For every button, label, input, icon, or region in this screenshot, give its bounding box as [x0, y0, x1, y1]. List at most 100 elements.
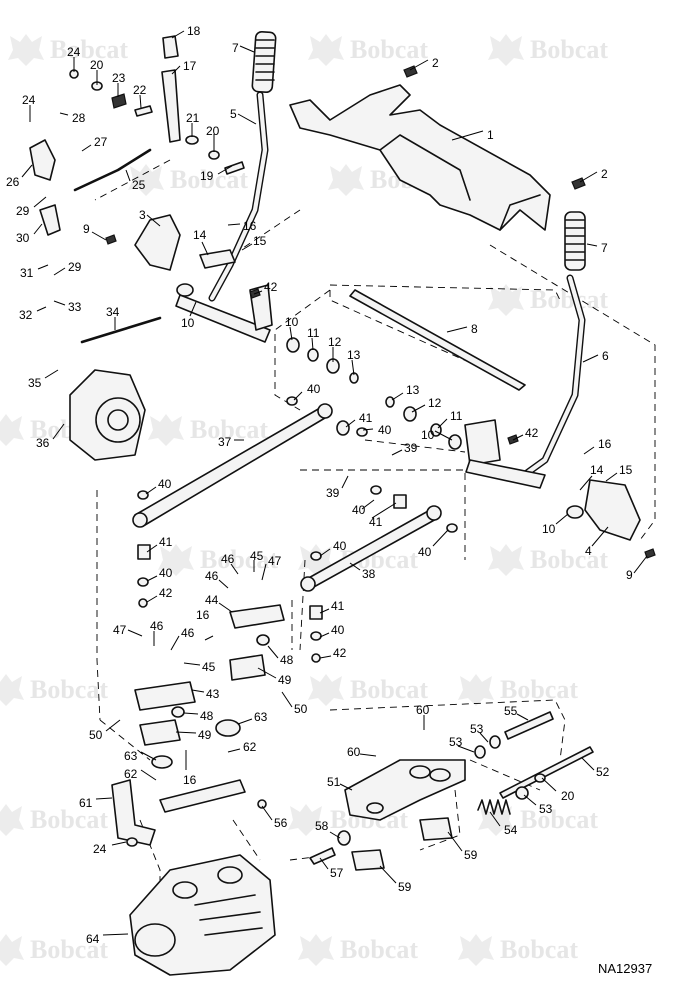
watermark-text: Bobcat	[350, 35, 428, 64]
callout-leader-line	[140, 751, 157, 761]
callout-number: 46	[181, 626, 195, 640]
callout-number: 26	[6, 175, 20, 189]
callout-number: 27	[94, 135, 108, 149]
callout-number: 16	[183, 773, 197, 787]
callout-number: 50	[294, 702, 308, 716]
callout-leader-line	[289, 326, 293, 341]
callout-number: 34	[106, 305, 120, 319]
watermark-logo: Bobcat	[8, 34, 128, 66]
watermark-text: Bobcat	[340, 935, 418, 964]
watermark-text: Bobcat	[30, 805, 108, 834]
callout-leader-line	[329, 831, 341, 839]
bobcat-head-icon	[0, 414, 24, 446]
callout-number: 4	[585, 544, 592, 558]
watermark-logo: Bobcat	[488, 544, 608, 576]
callout-leader-line	[579, 475, 593, 491]
callout-leader-line	[361, 499, 375, 510]
callout-number: 5	[230, 107, 237, 121]
callout-number: 2	[601, 167, 608, 181]
bobcat-head-icon	[328, 164, 364, 196]
callout-number: 57	[330, 866, 344, 880]
callout-leader-line	[489, 811, 501, 827]
callout-number: 47	[268, 554, 282, 568]
callout-number: 53	[470, 722, 484, 736]
bobcat-head-icon	[0, 804, 24, 836]
callout-number: 41	[159, 535, 173, 549]
callout-number: 64	[86, 932, 100, 946]
callout-number: 40	[418, 545, 432, 559]
callout-number: 58	[315, 819, 329, 833]
bobcat-head-icon	[308, 674, 344, 706]
callout-leader-line	[586, 243, 598, 247]
callout-number: 59	[464, 848, 478, 862]
callout-number: 51	[327, 775, 341, 789]
callout-number: 29	[16, 204, 30, 218]
callout-leader-line	[253, 290, 263, 295]
callout-number: 39	[326, 486, 340, 500]
callout-number: 63	[124, 749, 138, 763]
watermark-text: Bobcat	[530, 545, 608, 574]
callout-leader-line	[437, 418, 448, 429]
callout-number: 9	[626, 568, 633, 582]
callout-leader-line	[391, 392, 404, 401]
mount-bracket-left	[134, 214, 236, 271]
callout-number: 30	[16, 231, 30, 245]
callout-leader-line	[227, 748, 241, 753]
callout-number: 45	[250, 549, 264, 563]
callout-leader-line	[237, 113, 257, 125]
watermark-logo: Bobcat	[0, 934, 108, 966]
callout-leader-line	[319, 632, 330, 638]
callout-number: 41	[369, 515, 383, 529]
callout-leader-line	[171, 65, 181, 75]
watermark-logo: Bobcat	[0, 674, 108, 706]
callout-number: 43	[206, 687, 220, 701]
spring	[477, 799, 511, 815]
callout-leader-line	[379, 865, 397, 884]
callout-leader-line	[227, 223, 241, 226]
callout-leader-line	[217, 165, 233, 175]
diagram-reference-code: NA12937	[598, 961, 652, 976]
callout-number: 44	[205, 593, 219, 607]
watermark-logo: Bobcat	[308, 34, 428, 66]
callout-leader-line	[237, 718, 253, 725]
callout-number: 41	[331, 599, 345, 613]
bobcat-head-icon	[0, 934, 24, 966]
callout-leader-line	[239, 45, 255, 53]
callout-leader-line	[127, 629, 143, 637]
bobcat-head-icon	[458, 934, 494, 966]
callout-number: 21	[186, 111, 200, 125]
callout-number: 15	[253, 234, 267, 248]
callout-number: 40	[331, 623, 345, 637]
callout-number: 13	[347, 348, 361, 362]
callout-leader-line	[512, 434, 524, 441]
callout-number: 10	[542, 522, 556, 536]
callout-number: 42	[159, 586, 173, 600]
callout-leader-line	[146, 595, 158, 603]
callout-leader-line	[261, 805, 273, 821]
callout-leader-line	[339, 783, 353, 791]
callout-leader-line	[59, 112, 69, 116]
callout-leader-line	[37, 264, 49, 270]
callout-number: 46	[150, 619, 164, 633]
tie-rod-right	[300, 505, 442, 592]
callout-number: 53	[449, 735, 463, 749]
callout-leader-line	[53, 300, 66, 306]
callout-number: 7	[601, 241, 608, 255]
watermark-logo: Bobcat	[488, 284, 608, 316]
bobcat-head-icon	[488, 544, 524, 576]
callout-leader-line	[146, 544, 158, 553]
callout-leader-line	[139, 94, 142, 109]
callout-number: 19	[200, 169, 214, 183]
callout-leader-line	[171, 30, 185, 39]
callout-number: 52	[596, 765, 610, 779]
callout-leader-line	[230, 563, 239, 575]
callout-number: 10	[421, 428, 435, 442]
callout-number: 2	[432, 56, 439, 70]
callout-number: 8	[471, 322, 478, 336]
callout-leader-line	[583, 446, 595, 455]
callout-leader-line	[591, 526, 609, 547]
bobcat-head-icon	[458, 674, 494, 706]
callout-number: 12	[428, 396, 442, 410]
callout-leader-line	[125, 169, 131, 182]
bobcat-head-icon	[488, 34, 524, 66]
